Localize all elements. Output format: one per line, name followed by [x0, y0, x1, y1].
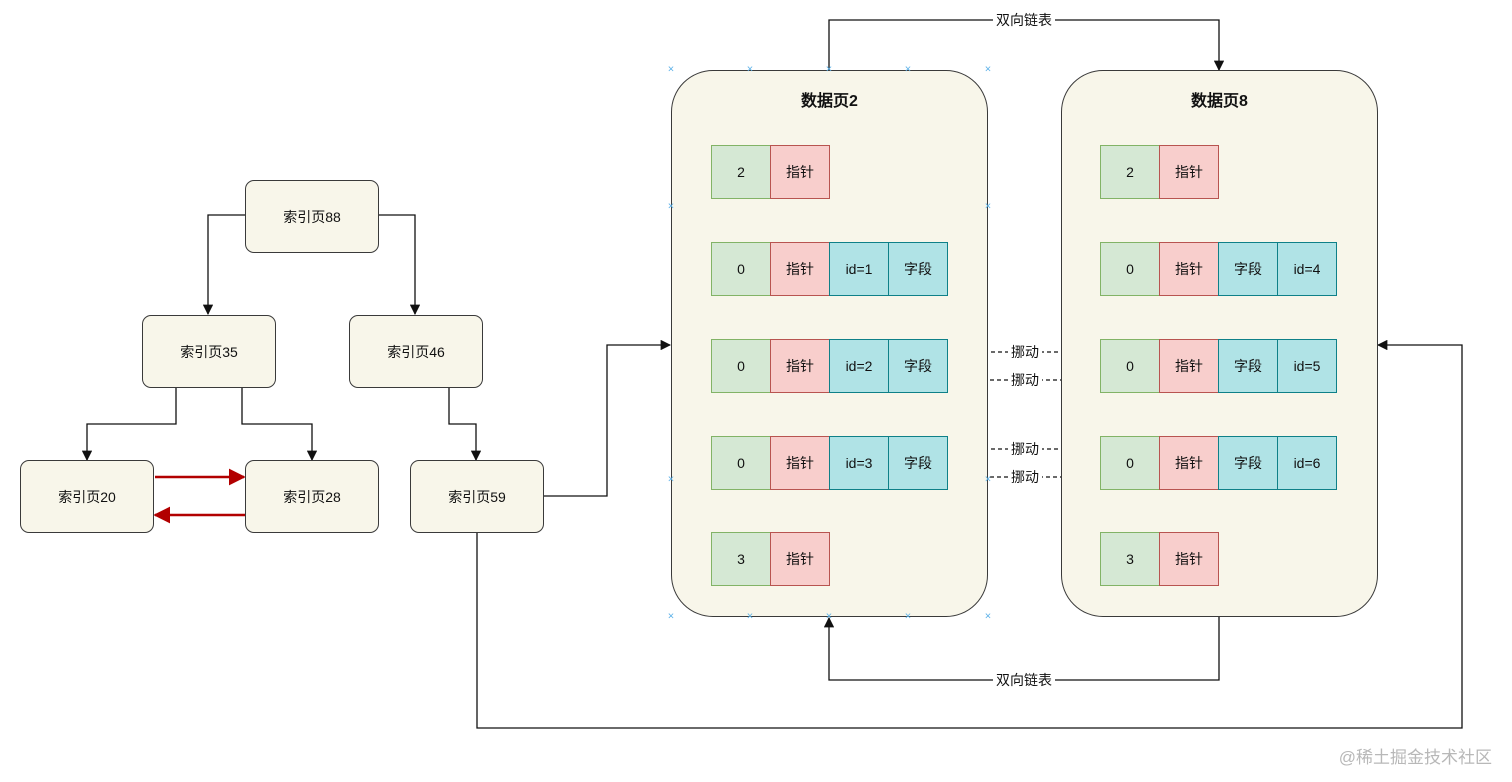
p8-r1-c2: 字段 — [1218, 242, 1278, 296]
p8-r2-c2: 字段 — [1218, 339, 1278, 393]
p2-r1-c3: 字段 — [888, 242, 948, 296]
p8-r4-c1: 指针 — [1159, 532, 1219, 586]
move-label-1: 挪动 — [1008, 343, 1042, 361]
data-page-2-title: 数据页2 — [801, 93, 858, 110]
p8-r4-c0: 3 — [1100, 532, 1160, 586]
p2-r1-c0: 0 — [711, 242, 771, 296]
p2-r2-c0: 0 — [711, 339, 771, 393]
edge-59-page2 — [544, 339, 672, 497]
p8-r2-c0: 0 — [1100, 339, 1160, 393]
index-page-20-label: 索引页20 — [58, 488, 116, 505]
p8-r1-c0: 0 — [1100, 242, 1160, 296]
selection-handle-icon: × — [984, 63, 992, 76]
selection-handle-icon: × — [825, 63, 833, 76]
selection-handle-icon: × — [984, 200, 992, 213]
p8-r0-c0: 2 — [1100, 145, 1160, 199]
p8-r1-c3: id=4 — [1277, 242, 1337, 296]
p8-r0-c1: 指针 — [1159, 145, 1219, 199]
p2-r4-c1: 指针 — [770, 532, 830, 586]
selection-handle-icon: × — [825, 610, 833, 623]
selection-handle-icon: × — [746, 63, 754, 76]
edge-88-46 — [379, 214, 421, 316]
p2-r2-c1: 指针 — [770, 339, 830, 393]
selection-handle-icon: × — [904, 610, 912, 623]
index-page-35[interactable]: 索引页35 — [142, 315, 276, 388]
p2-r3-c3: 字段 — [888, 436, 948, 490]
linked-list-bottom-label: 双向链表 — [993, 671, 1055, 689]
index-page-46[interactable]: 索引页46 — [349, 315, 483, 388]
p8-r2-c1: 指针 — [1159, 339, 1219, 393]
index-page-88-label: 索引页88 — [283, 208, 341, 225]
p2-r0-c0: 2 — [711, 145, 771, 199]
data-page-8-title: 数据页8 — [1191, 93, 1248, 110]
edge-35-28 — [241, 388, 318, 462]
index-page-59-label: 索引页59 — [448, 488, 506, 505]
p8-r3-c2: 字段 — [1218, 436, 1278, 490]
index-page-20[interactable]: 索引页20 — [20, 460, 154, 533]
p2-r1-c2: id=1 — [829, 242, 889, 296]
p2-r3-c0: 0 — [711, 436, 771, 490]
edge-88-35 — [202, 214, 245, 316]
p8-r3-c0: 0 — [1100, 436, 1160, 490]
edge-59-page8 — [476, 339, 1463, 729]
selection-handle-icon: × — [746, 610, 754, 623]
index-page-28-label: 索引页28 — [283, 488, 341, 505]
index-page-28[interactable]: 索引页28 — [245, 460, 379, 533]
index-page-35-label: 索引页35 — [180, 343, 238, 360]
p2-r4-c0: 3 — [711, 532, 771, 586]
selection-handle-icon: × — [667, 200, 675, 213]
p2-r0-c1: 指针 — [770, 145, 830, 199]
selection-handle-icon: × — [667, 63, 675, 76]
p2-r2-c3: 字段 — [888, 339, 948, 393]
p8-r2-c3: id=5 — [1277, 339, 1337, 393]
watermark: @稀土掘金技术社区 — [1338, 748, 1492, 767]
selection-handle-icon: × — [984, 610, 992, 623]
move-label-4: 挪动 — [1008, 468, 1042, 486]
index-page-46-label: 索引页46 — [387, 343, 445, 360]
move-label-2: 挪动 — [1008, 371, 1042, 389]
edge-46-59 — [448, 388, 482, 462]
selection-handle-icon: × — [984, 473, 992, 486]
p2-r3-c2: id=3 — [829, 436, 889, 490]
linked-list-top-label: 双向链表 — [993, 11, 1055, 29]
p8-r1-c1: 指针 — [1159, 242, 1219, 296]
p8-r3-c3: id=6 — [1277, 436, 1337, 490]
p2-r1-c1: 指针 — [770, 242, 830, 296]
edge-35-20 — [81, 388, 177, 462]
p2-r2-c2: id=2 — [829, 339, 889, 393]
selection-handle-icon: × — [667, 473, 675, 486]
p8-r3-c1: 指针 — [1159, 436, 1219, 490]
index-page-88[interactable]: 索引页88 — [245, 180, 379, 253]
selection-handle-icon: × — [667, 610, 675, 623]
move-label-3: 挪动 — [1008, 440, 1042, 458]
p2-r3-c1: 指针 — [770, 436, 830, 490]
selection-handle-icon: × — [904, 63, 912, 76]
index-page-59[interactable]: 索引页59 — [410, 460, 544, 533]
